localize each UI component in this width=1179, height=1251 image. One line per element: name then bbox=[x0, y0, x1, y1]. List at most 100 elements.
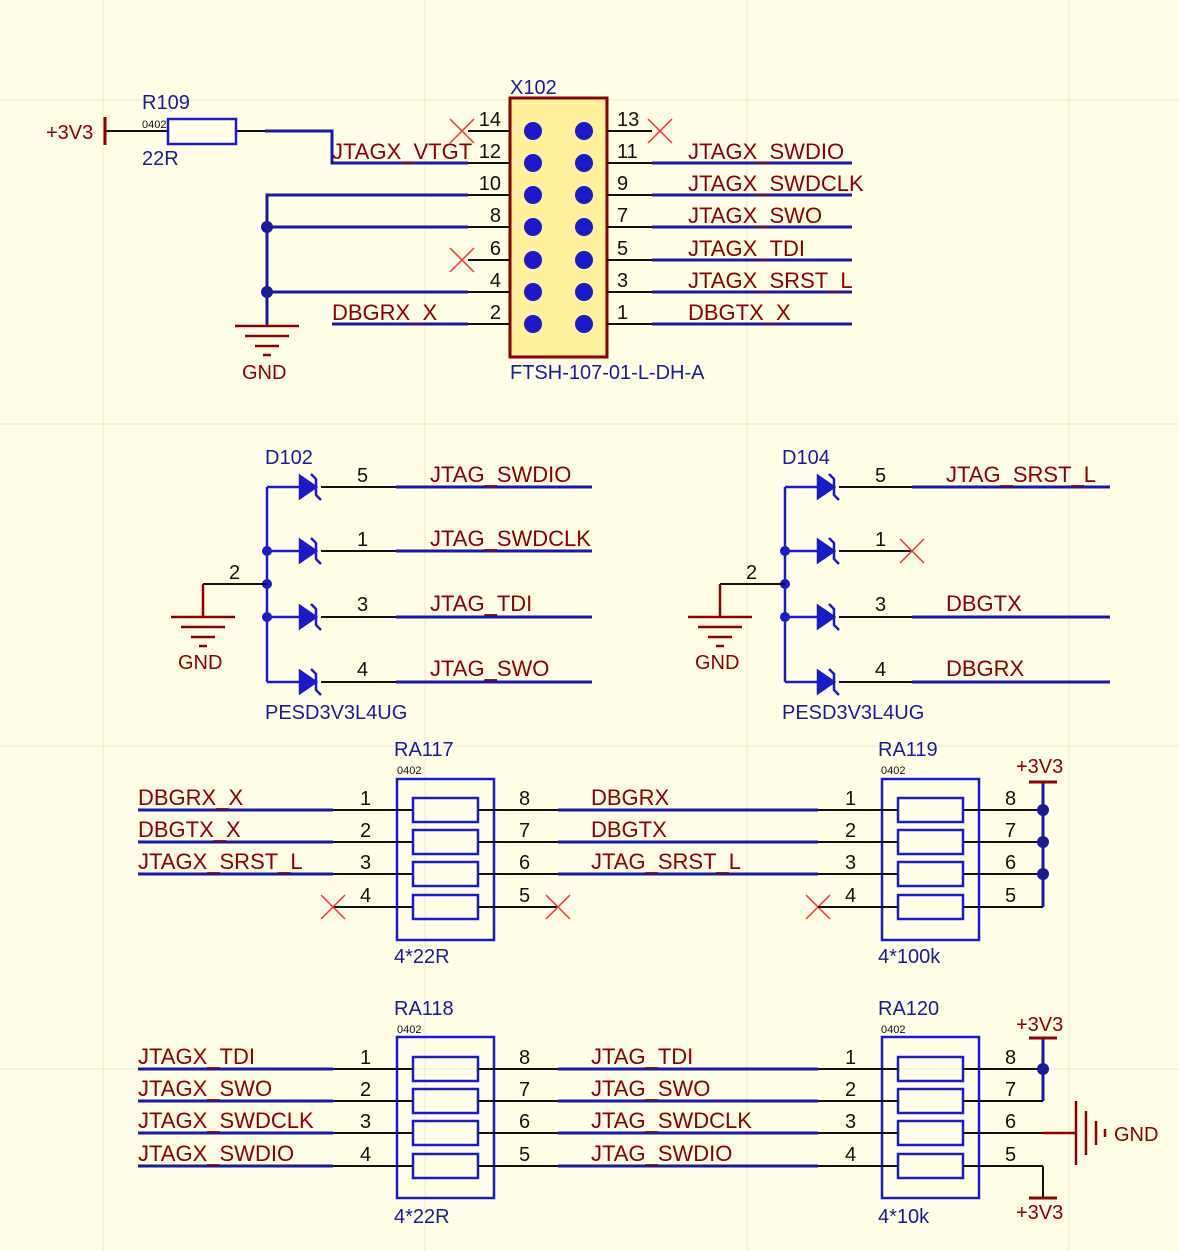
ra120-resistor-array[interactable]: RA120 0402 4*10k 1 2 3 4 8 7 6 5 +3V3 bbox=[818, 998, 1158, 1228]
pin-number: 8 bbox=[519, 788, 530, 810]
pin-number: 6 bbox=[1005, 1111, 1016, 1133]
no-connect-marks bbox=[449, 118, 673, 273]
d104-part: PESD3V3L4UG bbox=[782, 702, 924, 724]
pin-number: 12 bbox=[479, 141, 501, 163]
gnd-label: GND bbox=[695, 652, 739, 674]
net-label-vtgt: JTAGX_VTGT bbox=[332, 139, 472, 164]
net-label: DBGTX bbox=[591, 817, 667, 842]
net-label: DBGTX_X bbox=[138, 817, 241, 842]
pin-number: 11 bbox=[617, 141, 638, 163]
ra120-power-top: +3V3 bbox=[1016, 1014, 1063, 1036]
pad-dot bbox=[575, 315, 593, 333]
x102-pin-row: 13 bbox=[575, 109, 652, 140]
x102-left-wires bbox=[265, 129, 468, 326]
pin-number: 5 bbox=[1005, 885, 1016, 907]
x102-pin-row: 1 bbox=[575, 302, 652, 333]
ra119-ref: RA119 bbox=[878, 739, 938, 761]
pin-number: 2 bbox=[360, 820, 371, 842]
net-label: JTAG_SWO bbox=[430, 656, 549, 681]
pin-number: 3 bbox=[875, 594, 886, 616]
pin-number: 4 bbox=[357, 659, 368, 681]
pad-dot bbox=[524, 186, 542, 204]
net-label: JTAG_TDI bbox=[430, 591, 532, 616]
ra120-ref: RA120 bbox=[878, 998, 939, 1020]
net-label: JTAGX_SWDCLK bbox=[138, 1108, 314, 1133]
x102-pin-row: 5 bbox=[575, 238, 652, 269]
net-label: JTAGX_SWO bbox=[688, 203, 822, 228]
pin-number: 8 bbox=[1005, 788, 1016, 810]
net-label: JTAGX_SWDCLK bbox=[688, 171, 864, 196]
pin-number: 2 bbox=[845, 820, 856, 842]
junction-dot bbox=[261, 221, 273, 233]
pin-number: 5 bbox=[875, 465, 886, 487]
ra117-ref: RA117 bbox=[394, 739, 454, 761]
ra120-gnd-label: GND bbox=[1114, 1124, 1158, 1146]
pin-number: 7 bbox=[1005, 820, 1016, 842]
ra118-ref: RA118 bbox=[394, 998, 454, 1020]
pin-number: 2 bbox=[746, 562, 757, 584]
r109-ref: R109 bbox=[142, 92, 190, 114]
ra117-wires bbox=[138, 808, 818, 876]
gnd-label: GND bbox=[178, 652, 222, 674]
pin-number: 9 bbox=[617, 173, 628, 195]
pin-number: 14 bbox=[479, 109, 501, 131]
ra119-size: 0402 bbox=[881, 765, 905, 777]
pin-number: 3 bbox=[357, 594, 368, 616]
net-label: JTAG_SWO bbox=[591, 1076, 710, 1101]
ra120-size: 0402 bbox=[881, 1024, 905, 1036]
pin-number: 5 bbox=[617, 238, 628, 260]
x102-pin-row: 9 bbox=[575, 173, 652, 204]
ra119-resistor-array[interactable]: RA119 0402 4*100k 1 2 3 4 8 7 6 5 +3V3 bbox=[818, 739, 1063, 968]
net-label: JTAGX_SWDIO bbox=[688, 139, 844, 164]
x102-pin-row: 6 bbox=[468, 238, 542, 269]
pad-dot bbox=[524, 218, 542, 236]
x102-even-pins: 14 12 10 8 6 4 2 bbox=[468, 109, 542, 333]
pin-number: 1 bbox=[845, 1047, 856, 1069]
d102-tvs-array[interactable]: D102 PESD3V3L4UG 5 1 3 4 2 JTAG_S bbox=[171, 447, 592, 724]
pin-number: 4 bbox=[490, 270, 501, 292]
r109-power-label: +3V3 bbox=[46, 122, 93, 144]
pin-number: 8 bbox=[1005, 1047, 1016, 1069]
pin-number: 5 bbox=[519, 885, 530, 907]
gnd-symbol bbox=[171, 584, 235, 648]
pin-number: 6 bbox=[519, 852, 530, 874]
x102-pin-row: 11 bbox=[575, 141, 652, 172]
d102-ref: D102 bbox=[265, 447, 313, 469]
pin-number: 5 bbox=[519, 1144, 530, 1166]
pin-number: 8 bbox=[519, 1047, 530, 1069]
x102-pin-row: 8 bbox=[468, 205, 542, 236]
gnd-symbol bbox=[235, 324, 299, 357]
x102-part: FTSH-107-01-L-DH-A bbox=[510, 362, 705, 384]
ra117-size: 0402 bbox=[397, 765, 421, 777]
pad-dot bbox=[524, 122, 542, 140]
pin-number: 6 bbox=[1005, 852, 1016, 874]
ra120-value: 4*10k bbox=[878, 1206, 930, 1228]
ra119-power-label: +3V3 bbox=[1016, 756, 1063, 778]
r109-resistor[interactable]: +3V3 R109 0402 22R bbox=[46, 92, 265, 170]
pad-dot bbox=[575, 251, 593, 269]
x102-ref: X102 bbox=[510, 77, 557, 99]
ra118-wires bbox=[138, 1067, 818, 1168]
net-label: DBGRX_X bbox=[138, 785, 243, 810]
net-label: JTAGX_TDI bbox=[138, 1044, 255, 1069]
net-label: JTAG_SRST_L bbox=[591, 849, 741, 874]
x102-pin-row: 14 bbox=[468, 109, 542, 140]
ra118-resistor-array[interactable]: RA118 0402 4*22R 1 2 3 4 8 7 6 5 bbox=[333, 998, 558, 1228]
d104-tvs-array[interactable]: D104 PESD3V3L4UG 5 1 3 4 2 bbox=[688, 447, 1110, 724]
pad-dot bbox=[575, 283, 593, 301]
x102-pin-row: 4 bbox=[468, 270, 542, 301]
pin-number: 4 bbox=[845, 1144, 856, 1166]
r109-value: 22R bbox=[142, 148, 179, 170]
pad-dot bbox=[524, 251, 542, 269]
pad-dot bbox=[575, 186, 593, 204]
pin-number: 5 bbox=[1005, 1144, 1016, 1166]
net-label: JTAG_SWDIO bbox=[430, 462, 571, 487]
pin-number: 2 bbox=[490, 302, 501, 324]
ra117-resistor-array[interactable]: RA117 0402 4*22R 1 2 3 4 8 7 6 5 bbox=[333, 739, 558, 968]
x102-pin-row: 7 bbox=[575, 205, 652, 236]
gnd-label: GND bbox=[242, 362, 286, 384]
pin-number: 4 bbox=[360, 1144, 371, 1166]
pad-dot bbox=[575, 154, 593, 172]
pad-dot bbox=[575, 122, 593, 140]
